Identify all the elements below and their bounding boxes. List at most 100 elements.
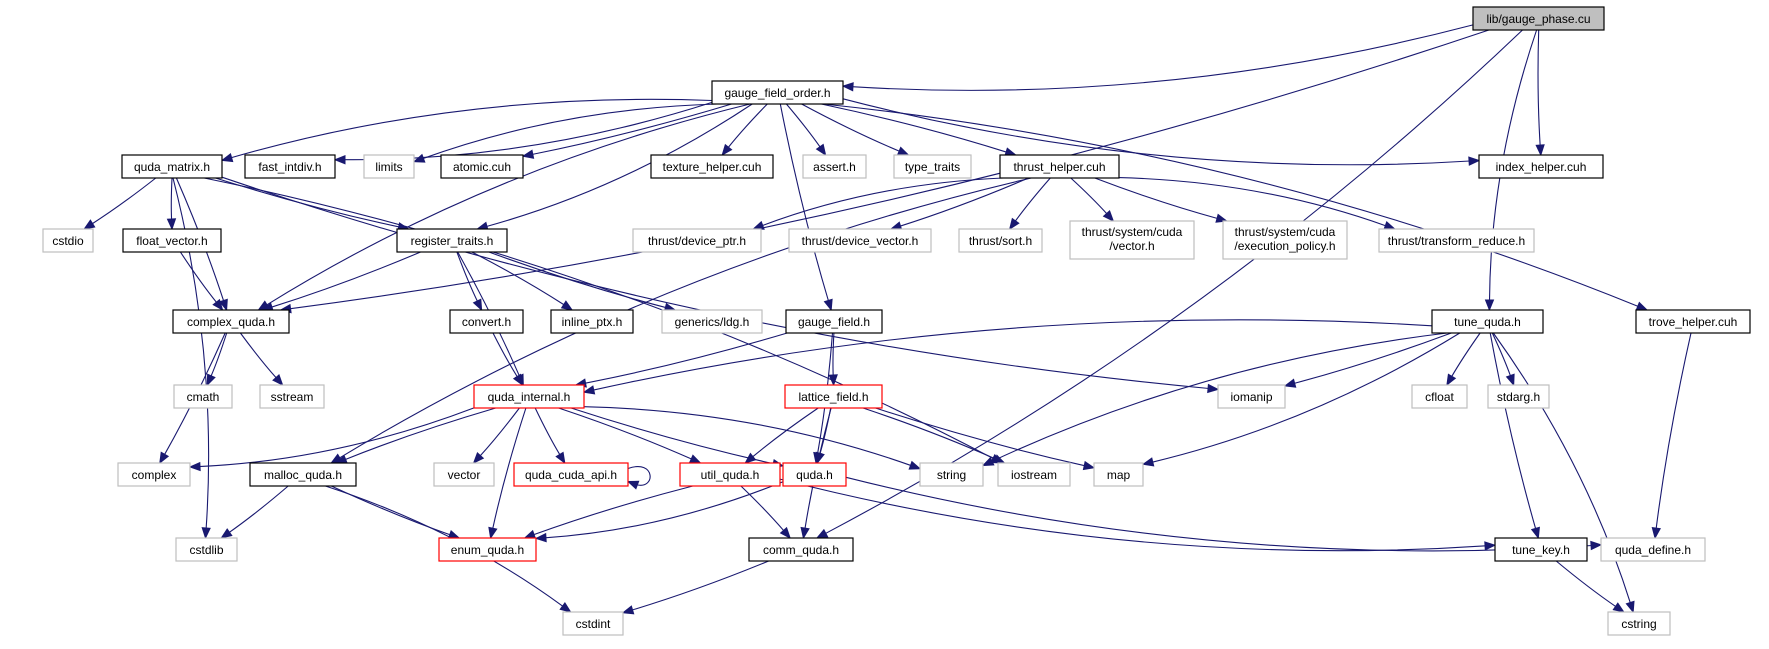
edge-tune-quda-to-stdarg: [1491, 332, 1515, 387]
node-cuda-vector[interactable]: thrust/system/cuda/vector.h: [1069, 220, 1195, 260]
node-cfloat[interactable]: cfloat: [1411, 384, 1468, 409]
node-label: thrust/sort.h: [969, 234, 1032, 248]
node-comm-quda[interactable]: comm_quda.h: [748, 537, 854, 562]
edge-line: [592, 319, 1433, 391]
node-trove-helper[interactable]: trove_helper.cuh: [1635, 309, 1751, 334]
node-label: iostream: [1011, 468, 1057, 482]
node-box: [748, 537, 854, 562]
edge-register-traits-to-ldg: [488, 251, 677, 312]
edge-line: [1489, 332, 1537, 530]
node-lattice-field[interactable]: lattice_field.h: [784, 384, 883, 409]
edge-layer: [83, 24, 1692, 615]
node-malloc-quda[interactable]: malloc_quda.h: [249, 462, 357, 487]
edge-arrowhead: [1468, 156, 1481, 166]
edge-line: [727, 103, 768, 149]
edge-quda-h-to-enum-quda: [534, 481, 784, 543]
node-gauge-phase[interactable]: lib/gauge_phase.cu: [1472, 6, 1605, 31]
node-iostream[interactable]: iostream: [997, 462, 1071, 487]
node-box: [1478, 154, 1604, 179]
node-device-vector[interactable]: thrust/device_vector.h: [788, 228, 932, 253]
node-iomanip[interactable]: iomanip: [1217, 384, 1286, 409]
edge-line: [210, 332, 228, 377]
node-tune-quda[interactable]: tune_quda.h: [1431, 309, 1544, 334]
edge-line: [544, 481, 784, 539]
node-util-quda[interactable]: util_quda.h: [679, 462, 781, 487]
node-string[interactable]: string: [919, 462, 984, 487]
node-enum-quda[interactable]: enum_quda.h: [438, 537, 537, 562]
edge-line: [627, 466, 651, 486]
node-box: [1635, 309, 1751, 334]
node-map[interactable]: map: [1093, 462, 1144, 487]
node-box: [175, 537, 238, 562]
node-cstdio[interactable]: cstdio: [42, 228, 94, 253]
node-register-traits[interactable]: register_traits.h: [396, 228, 508, 253]
node-quda-define[interactable]: quda_define.h: [1600, 537, 1706, 562]
edge-arrowhead: [472, 452, 485, 464]
node-assert[interactable]: assert.h: [802, 154, 867, 179]
node-inline-ptx[interactable]: inline_ptx.h: [550, 309, 634, 334]
node-convert[interactable]: convert.h: [449, 309, 524, 334]
edge-arrowhead: [779, 526, 791, 540]
node-type-traits[interactable]: type_traits: [893, 154, 972, 179]
edge-thrust-helper-to-device-vector: [889, 177, 1029, 231]
edge-line: [343, 101, 713, 161]
node-quda-internal[interactable]: quda_internal.h: [473, 384, 585, 409]
edge-arrowhead: [201, 527, 211, 540]
edge-quda-matrix-to-cstdlib: [172, 177, 211, 540]
node-vector[interactable]: vector: [433, 462, 495, 487]
node-label: quda_define.h: [1615, 543, 1691, 557]
node-cstdlib[interactable]: cstdlib: [175, 537, 238, 562]
edge-quda-internal-to-quda-cuda-api: [534, 407, 566, 465]
edge-arrowhead: [1484, 299, 1495, 312]
node-box: [449, 309, 524, 334]
node-label: thrust/device_vector.h: [802, 234, 919, 248]
edge-thrust-helper-to-cuda-vector: [1070, 177, 1115, 223]
node-cmath[interactable]: cmath: [173, 384, 233, 409]
node-gauge-field-order[interactable]: gauge_field_order.h: [711, 80, 844, 105]
node-label: stdarg.h: [1497, 390, 1540, 404]
node-label: register_traits.h: [411, 234, 494, 248]
node-gauge-field[interactable]: gauge_field.h: [785, 309, 883, 334]
edge-line: [270, 251, 421, 308]
node-index-helper[interactable]: index_helper.cuh: [1478, 154, 1604, 179]
node-thrust-sort[interactable]: thrust/sort.h: [958, 228, 1043, 253]
node-atomic[interactable]: atomic.cuh: [440, 154, 524, 179]
node-box: [433, 462, 495, 487]
edge-arrowhead: [555, 451, 566, 465]
edge-arrowhead: [1612, 602, 1625, 613]
node-quda-cuda-api[interactable]: quda_cuda_api.h: [513, 462, 629, 487]
node-box: [788, 228, 932, 253]
edge-comm-quda-to-cstdint: [621, 560, 769, 615]
edge-arrowhead: [1535, 144, 1545, 157]
node-label: malloc_quda.h: [264, 468, 342, 482]
edge-line: [779, 478, 1487, 552]
edge-arrowhead: [83, 219, 96, 230]
node-limits[interactable]: limits: [363, 154, 415, 179]
edge-gauge-phase-to-gauge-field-order: [841, 24, 1474, 92]
node-sstream[interactable]: sstream: [259, 384, 325, 409]
node-box: [42, 228, 94, 253]
node-box: [562, 611, 624, 636]
edge-tune-quda-to-string: [981, 332, 1448, 467]
node-cstring[interactable]: cstring: [1607, 611, 1671, 636]
node-complex-quda[interactable]: complex_quda.h: [172, 309, 290, 334]
edge-quda-internal-to-vector: [472, 407, 520, 464]
node-label: fast_intdiv.h: [258, 160, 321, 174]
edge-line: [338, 177, 1032, 459]
node-complex[interactable]: complex: [117, 462, 191, 487]
edge-line: [824, 29, 1523, 535]
node-tune-key[interactable]: tune_key.h: [1494, 537, 1588, 562]
node-quda-matrix[interactable]: quda_matrix.h: [121, 154, 223, 179]
edge-line: [204, 177, 995, 460]
node-stdarg[interactable]: stdarg.h: [1487, 384, 1550, 409]
node-device-ptr[interactable]: thrust/device_ptr.h: [632, 228, 762, 253]
node-ldg[interactable]: generics/ldg.h: [661, 309, 763, 334]
node-cstdint[interactable]: cstdint: [562, 611, 624, 636]
node-float-vector[interactable]: float_vector.h: [122, 228, 222, 253]
node-execution-policy[interactable]: thrust/system/cuda/execution_policy.h: [1222, 220, 1348, 260]
node-texture-helper[interactable]: texture_helper.cuh: [650, 154, 774, 179]
node-transform-reduce[interactable]: thrust/transform_reduce.h: [1378, 228, 1535, 253]
node-quda-h[interactable]: quda.h: [782, 462, 847, 487]
node-thrust-helper[interactable]: thrust_helper.cuh: [999, 154, 1120, 179]
node-fast-intdiv[interactable]: fast_intdiv.h: [244, 154, 336, 179]
